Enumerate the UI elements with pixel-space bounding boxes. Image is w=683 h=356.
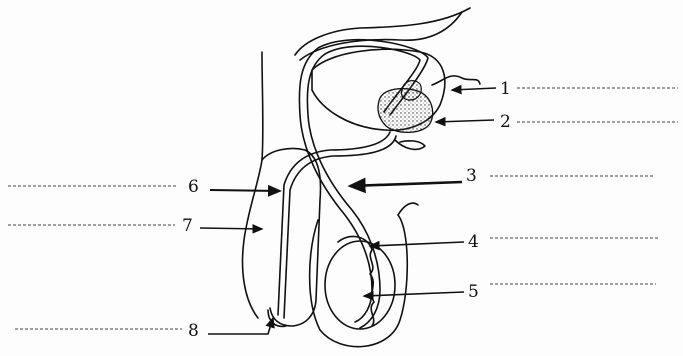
scrotum-skin xyxy=(398,203,418,215)
arrow-5 xyxy=(364,292,464,296)
arrow-1 xyxy=(452,88,496,90)
arrow-2 xyxy=(436,120,494,122)
arrow-3 xyxy=(350,182,462,186)
label-6: 6 xyxy=(188,177,199,197)
arrow-8 xyxy=(208,318,273,334)
arrow-6 xyxy=(210,190,280,191)
testis xyxy=(325,241,395,329)
label-3: 3 xyxy=(466,166,477,186)
label-1: 1 xyxy=(500,79,511,99)
ejaculatory-duct xyxy=(395,140,425,149)
abdominal-wall xyxy=(243,52,263,318)
label-7: 7 xyxy=(182,216,193,236)
arrow-4 xyxy=(370,242,464,246)
seminal-vesicle xyxy=(432,76,480,85)
arrow-7 xyxy=(200,228,262,229)
label-2: 2 xyxy=(500,112,511,132)
label-5: 5 xyxy=(468,282,479,302)
seminal-vesicle-gland xyxy=(401,81,421,100)
epididymis xyxy=(338,236,374,326)
label-8: 8 xyxy=(188,321,199,341)
label-4: 4 xyxy=(468,232,479,252)
pelvic-outline-inner xyxy=(300,12,462,60)
